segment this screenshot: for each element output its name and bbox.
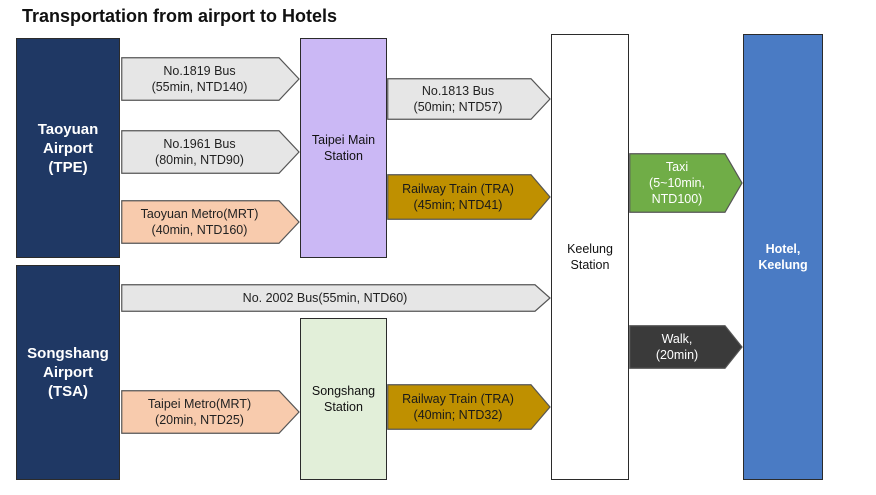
songshang-station-node: Songshang Station <box>300 318 387 480</box>
route-arrow-taoyuan-metro: Taoyuan Metro(MRT) (40min, NTD160) <box>121 200 300 244</box>
route-arrow-shape <box>121 390 300 434</box>
route-arrow-bus-1819: No.1819 Bus (55min, NTD140) <box>121 57 300 101</box>
route-arrow-shape <box>121 284 551 312</box>
route-arrow-walk: Walk, (20min) <box>629 325 743 369</box>
route-arrow-shape <box>387 78 551 120</box>
route-arrow-shape <box>387 384 551 430</box>
route-label-bus-1813: No.1813 Bus (50min; NTD57) <box>413 84 503 114</box>
route-arrow-shape <box>629 153 743 213</box>
hotel-keelung-node: Hotel, Keelung <box>743 34 823 480</box>
route-arrow-shape <box>121 130 300 174</box>
route-arrow-shape <box>121 200 300 244</box>
route-arrow-taxi: Taxi (5~10min, NTD100) <box>629 153 743 213</box>
route-arrow-bus-1961: No.1961 Bus (80min, NTD90) <box>121 130 300 174</box>
route-label-taxi: Taxi (5~10min, NTD100) <box>649 160 705 206</box>
route-label-taoyuan-metro: Taoyuan Metro(MRT) (40min, NTD160) <box>140 207 259 237</box>
keelung-station-node: Keelung Station <box>551 34 629 480</box>
route-arrow-shape <box>629 325 743 369</box>
diagram-title: Transportation from airport to Hotels <box>22 6 338 26</box>
route-label-tra-songshang: Railway Train (TRA) (40min; NTD32) <box>402 392 514 422</box>
route-label-taipei-metro: Taipei Metro(MRT) (20min, NTD25) <box>147 397 252 427</box>
route-arrow-tra-songshang: Railway Train (TRA) (40min; NTD32) <box>387 384 551 430</box>
route-arrow-bus-1813: No.1813 Bus (50min; NTD57) <box>387 78 551 120</box>
route-label-tra-taipei: Railway Train (TRA) (45min; NTD41) <box>402 182 514 212</box>
route-arrow-taipei-metro: Taipei Metro(MRT) (20min, NTD25) <box>121 390 300 434</box>
route-label-bus-1819: No.1819 Bus (55min, NTD140) <box>151 64 248 94</box>
route-arrow-shape <box>121 57 300 101</box>
route-label-walk: Walk, (20min) <box>655 332 699 362</box>
songshang-airport-node: Songshang Airport (TSA) <box>16 265 120 480</box>
route-label-bus-1961: No.1961 Bus (80min, NTD90) <box>155 137 244 167</box>
route-label-bus-2002: No. 2002 Bus(55min, NTD60) <box>242 291 408 305</box>
route-arrow-shape <box>387 174 551 220</box>
route-arrow-tra-taipei: Railway Train (TRA) (45min; NTD41) <box>387 174 551 220</box>
route-arrow-bus-2002: No. 2002 Bus(55min, NTD60) <box>121 284 551 312</box>
taipei-main-station-node: Taipei Main Station <box>300 38 387 258</box>
taoyuan-airport-node: Taoyuan Airport (TPE) <box>16 38 120 258</box>
